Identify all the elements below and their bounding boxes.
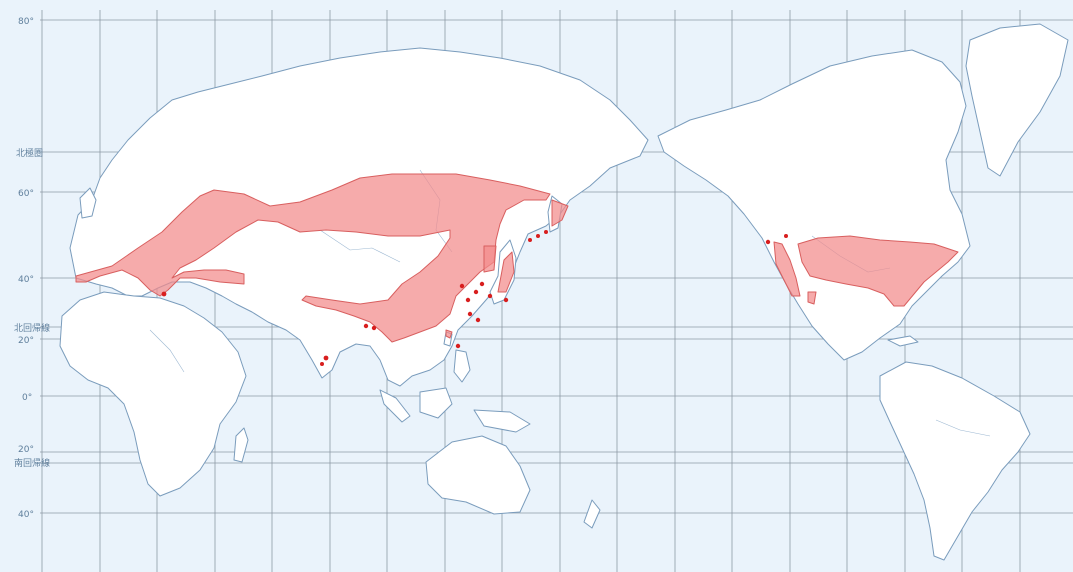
caribbean-islands	[887, 335, 919, 347]
philippines	[453, 349, 471, 383]
range-korea	[483, 245, 497, 273]
borneo	[419, 387, 453, 419]
australia	[425, 435, 531, 515]
isolated-record	[323, 355, 329, 361]
isolated-record	[363, 323, 369, 329]
range-eurasia	[75, 173, 551, 343]
lat-label-minus-40: 40°	[18, 510, 34, 520]
circle-labels: 北極圏 北回帰線 南回帰線	[14, 147, 50, 469]
range-japan	[497, 251, 515, 293]
isolated-record	[459, 283, 465, 289]
isolated-record	[765, 239, 771, 245]
tropic-of-cancer-label: 北回帰線	[14, 322, 50, 334]
isolated-record	[503, 297, 509, 303]
range-kamchatka	[551, 199, 569, 227]
lat-label-80: 80°	[18, 17, 34, 27]
lat-label-60: 60°	[18, 189, 34, 199]
lat-label-20: 20°	[18, 336, 34, 346]
isolated-records	[161, 230, 788, 366]
greenland	[965, 23, 1069, 177]
lat-label-minus-20: 20°	[18, 445, 34, 455]
distribution-range	[75, 173, 959, 343]
arctic-circle-label: 北極圏	[16, 147, 43, 159]
isolated-record	[784, 234, 788, 238]
isolated-record	[320, 362, 324, 366]
isolated-record	[473, 289, 479, 295]
isolated-record	[161, 291, 167, 297]
isolated-record	[467, 311, 473, 317]
range-taiwan	[445, 329, 453, 339]
madagascar	[233, 427, 249, 463]
range-north-america-west	[773, 241, 801, 297]
isolated-record	[455, 343, 461, 349]
south-america	[879, 361, 1031, 561]
new-zealand	[583, 499, 601, 529]
isolated-record	[371, 325, 377, 331]
range-north-america	[797, 235, 959, 307]
great-britain	[79, 187, 97, 219]
isolated-record	[475, 317, 481, 323]
sumatra	[379, 389, 411, 423]
isolated-record	[536, 234, 540, 238]
lat-label-40: 40°	[18, 275, 34, 285]
lat-label-0: 0°	[22, 393, 32, 403]
new-guinea	[473, 409, 531, 433]
range-mexico	[807, 291, 817, 305]
tropic-of-capricorn-label: 南回帰線	[14, 457, 50, 469]
africa	[59, 291, 247, 497]
isolated-record	[479, 281, 485, 287]
latitude-labels: 80° 60° 40° 20° 0° 20° 40°	[18, 17, 34, 520]
isolated-record	[528, 238, 532, 242]
isolated-record	[487, 293, 493, 299]
isolated-record	[465, 297, 471, 303]
isolated-record	[544, 230, 548, 234]
